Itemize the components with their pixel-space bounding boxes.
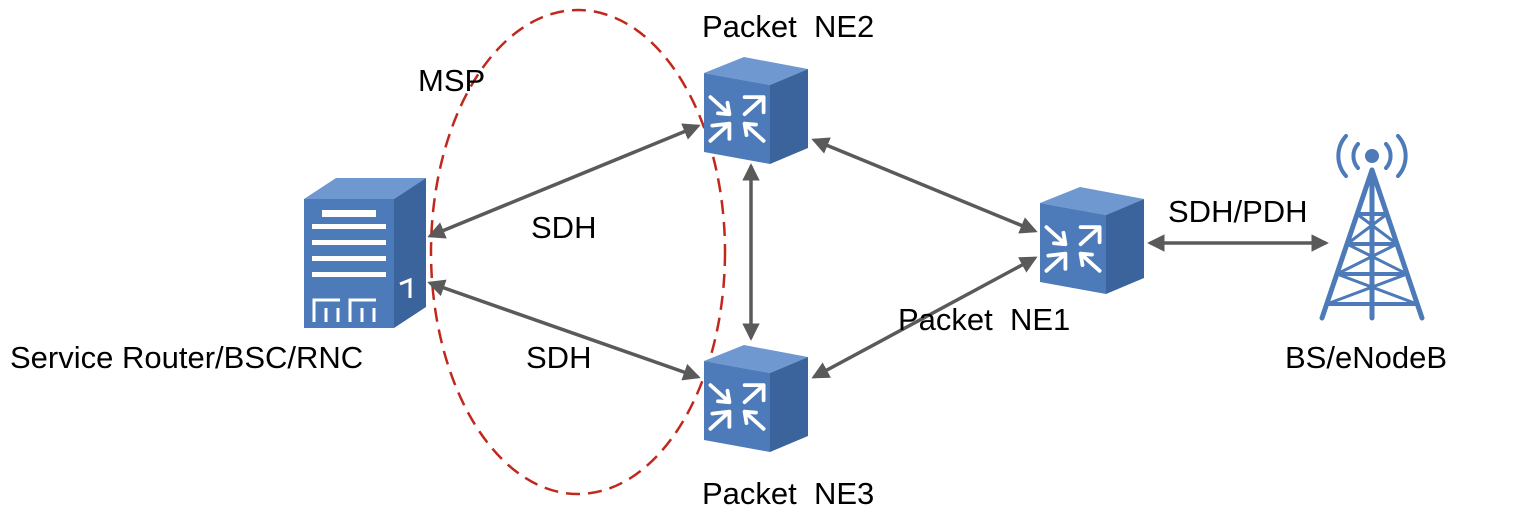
sdh-top-label: SDH [531,210,596,245]
server-rack-icon [304,178,426,328]
cell-tower-icon [1319,134,1425,321]
sdh-bottom-label: SDH [526,340,591,375]
msp-label: MSP [418,63,485,98]
link-ne2-ne1 [811,137,1038,234]
ne3-label: Packet NE3 [702,476,874,511]
msp-ring [429,8,727,496]
sdh-pdh-label: SDH/PDH [1168,194,1308,229]
ne2-label: Packet NE2 [702,9,874,44]
packet-switch-icon [704,57,808,164]
packet-switch-icon [704,345,808,452]
bs-label: BS/eNodeB [1285,340,1447,375]
ne1-label: Packet NE1 [898,302,1070,337]
link-router-ne3 [427,279,701,381]
packet-switch-icon [1040,187,1144,294]
link-router-ne2 [427,123,701,239]
link-ne3-ne1 [811,256,1038,379]
router-label: Service Router/BSC/RNC [10,340,363,375]
